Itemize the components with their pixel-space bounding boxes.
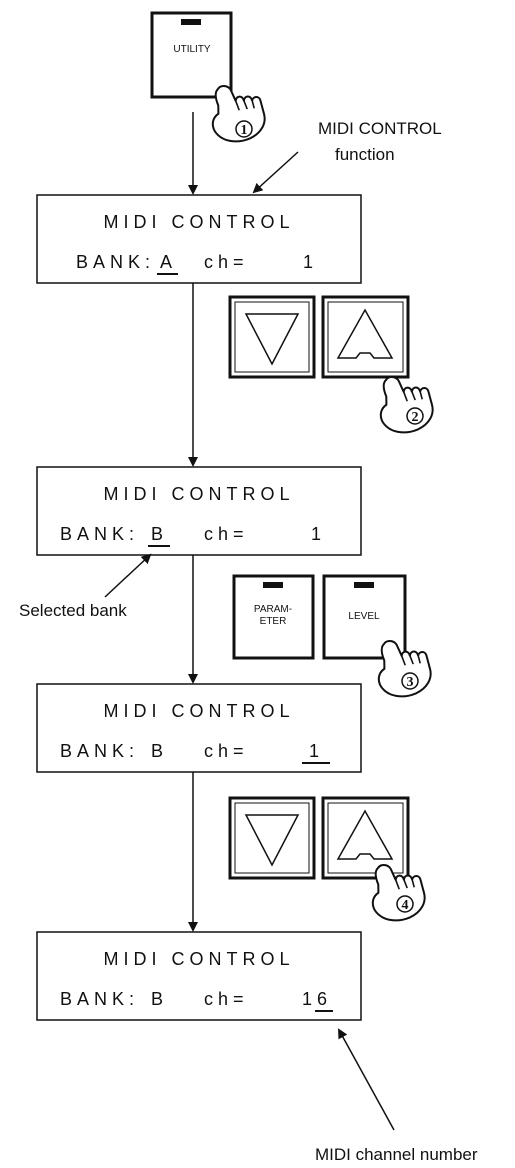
lcd-ch-label: ch= bbox=[204, 741, 249, 761]
lcd-ch-label: ch= bbox=[204, 252, 249, 272]
parameter-button[interactable]: PARAM- ETER bbox=[234, 576, 313, 658]
parameter-label-line2: ETER bbox=[260, 616, 287, 627]
annotation-selected-bank: Selected bank bbox=[19, 601, 127, 620]
utility-button-label: UTILITY bbox=[173, 44, 211, 55]
up-button-2[interactable] bbox=[323, 798, 408, 878]
utility-led bbox=[181, 19, 201, 25]
annotation-arrow-2 bbox=[105, 555, 150, 597]
annotation-arrow-1 bbox=[254, 152, 298, 192]
lcd-title: MIDI CONTROL bbox=[103, 949, 294, 969]
lcd-ch-value: 16 bbox=[302, 989, 332, 1009]
annotation-arrow-3 bbox=[339, 1030, 394, 1130]
annotation-midi-control: MIDI CONTROL bbox=[318, 119, 442, 138]
lcd-bank-label: BANK: bbox=[60, 989, 139, 1009]
lcd-bank-value: A bbox=[160, 252, 177, 272]
down-button-1[interactable] bbox=[230, 297, 314, 377]
lcd-ch-label: ch= bbox=[204, 989, 249, 1009]
lcd-display-3: MIDI CONTROL BANK: B ch= 1 bbox=[37, 684, 361, 772]
lcd-display-4: MIDI CONTROL BANK: B ch= 16 bbox=[37, 932, 361, 1020]
lcd-bank-value: B bbox=[151, 989, 168, 1009]
annotation-midi-channel-number: MIDI channel number bbox=[315, 1145, 478, 1164]
lcd-bank-label: BANK: bbox=[60, 524, 139, 544]
down-button-2[interactable] bbox=[230, 798, 314, 878]
annotation-function: function bbox=[335, 145, 395, 164]
hand-icon: 2 bbox=[372, 369, 438, 439]
lcd-title: MIDI CONTROL bbox=[103, 701, 294, 721]
lcd-display-1: MIDI CONTROL BANK: A ch= 1 bbox=[37, 195, 361, 283]
lcd-bank-label: BANK: bbox=[76, 252, 155, 272]
lcd-ch-label: ch= bbox=[204, 524, 249, 544]
lcd-ch-value: 1 bbox=[311, 524, 326, 544]
lcd-bank-value: B bbox=[151, 741, 168, 761]
level-button-label: LEVEL bbox=[348, 611, 380, 622]
lcd-bank-value: B bbox=[151, 524, 168, 544]
step-number: 4 bbox=[402, 898, 409, 913]
step-number: 2 bbox=[412, 410, 419, 425]
lcd-ch-value: 1 bbox=[309, 741, 324, 761]
up-button-1[interactable] bbox=[323, 297, 408, 377]
lcd-title: MIDI CONTROL bbox=[103, 212, 294, 232]
lcd-ch-value: 1 bbox=[303, 252, 318, 272]
utility-button[interactable]: UTILITY bbox=[152, 13, 231, 97]
step-number: 3 bbox=[407, 675, 414, 690]
lcd-display-2: MIDI CONTROL BANK: B ch= 1 bbox=[37, 467, 361, 555]
step-number: 1 bbox=[241, 123, 248, 138]
lcd-title: MIDI CONTROL bbox=[103, 484, 294, 504]
lcd-bank-label: BANK: bbox=[60, 741, 139, 761]
parameter-led bbox=[263, 582, 283, 588]
level-led bbox=[354, 582, 374, 588]
parameter-label-line1: PARAM- bbox=[254, 604, 292, 615]
